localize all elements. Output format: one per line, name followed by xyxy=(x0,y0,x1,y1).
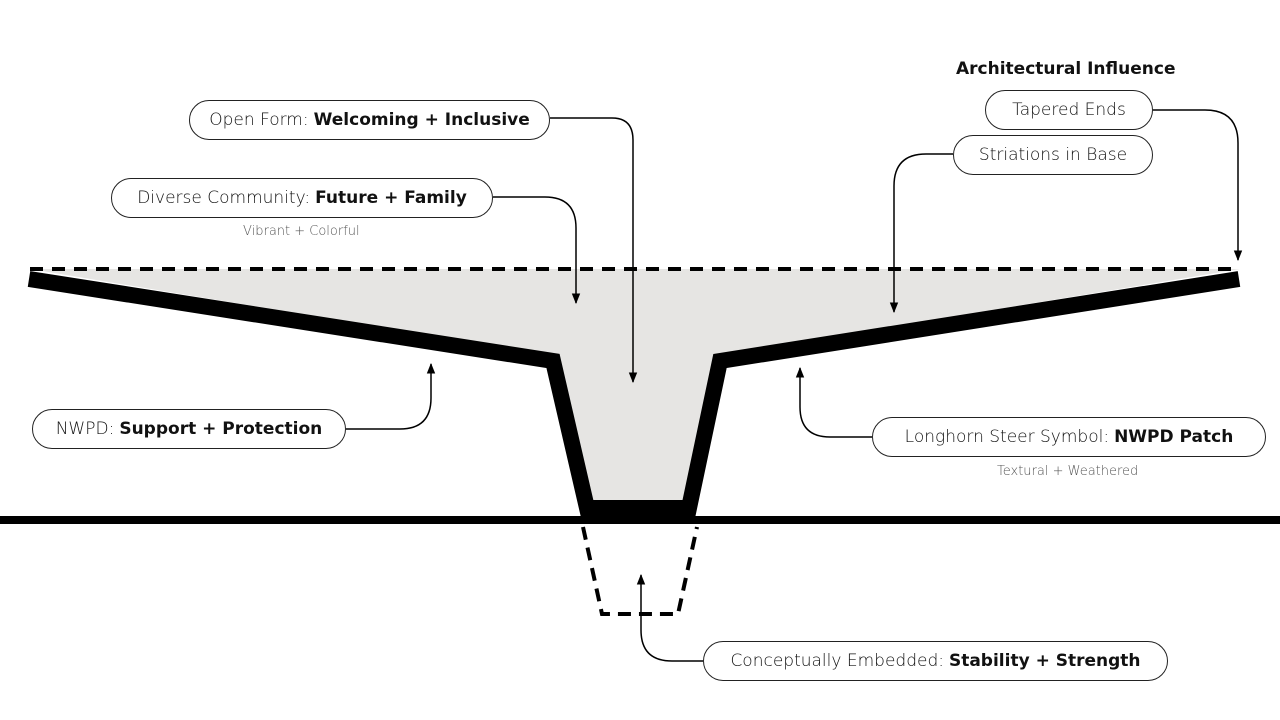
embedded-arrow xyxy=(636,573,703,662)
label-striations-text: Striations in Base xyxy=(978,145,1128,165)
label-longhorn-prefix: Longhorn Steer Symbol: xyxy=(904,427,1110,447)
label-diverse-emphasis: Future + Family xyxy=(315,188,467,208)
label-diverse-community: Diverse Community: Future + Family xyxy=(111,178,493,218)
label-open-form-prefix: Open Form: xyxy=(209,110,309,130)
label-striations: Striations in Base xyxy=(953,135,1153,175)
open-form-arrow xyxy=(550,117,638,384)
label-longhorn-emphasis: NWPD Patch xyxy=(1114,427,1234,447)
label-embedded-prefix: Conceptually Embedded: xyxy=(730,651,944,671)
label-nwpd: NWPD: Support + Protection xyxy=(32,409,346,449)
label-tapered-ends: Tapered Ends xyxy=(985,90,1153,130)
nwpd-arrow xyxy=(346,362,436,430)
label-nwpd-prefix: NWPD: xyxy=(55,419,115,439)
label-open-form-emphasis: Welcoming + Inclusive xyxy=(313,110,530,130)
note-longhorn: Textural + Weathered xyxy=(997,464,1139,479)
longhorn-arrow xyxy=(795,366,872,438)
form-interior-fill xyxy=(30,269,1240,500)
label-longhorn: Longhorn Steer Symbol: NWPD Patch xyxy=(872,417,1266,457)
striations-arrow xyxy=(889,153,953,314)
dashed-footing xyxy=(581,526,699,616)
label-tapered-text: Tapered Ends xyxy=(1012,100,1126,120)
label-embedded: Conceptually Embedded: Stability + Stren… xyxy=(703,641,1168,681)
label-open-form: Open Form: Welcoming + Inclusive xyxy=(189,100,550,140)
heading-architectural-influence: Architectural Influence xyxy=(956,59,1176,79)
diverse-arrow xyxy=(493,196,581,305)
note-diverse: Vibrant + Colorful xyxy=(243,224,360,239)
form-outline xyxy=(27,271,1241,516)
label-diverse-prefix: Diverse Community: xyxy=(137,188,311,208)
label-nwpd-emphasis: Support + Protection xyxy=(119,419,323,439)
tapered-arrow xyxy=(1153,109,1243,262)
label-embedded-emphasis: Stability + Strength xyxy=(948,651,1141,671)
